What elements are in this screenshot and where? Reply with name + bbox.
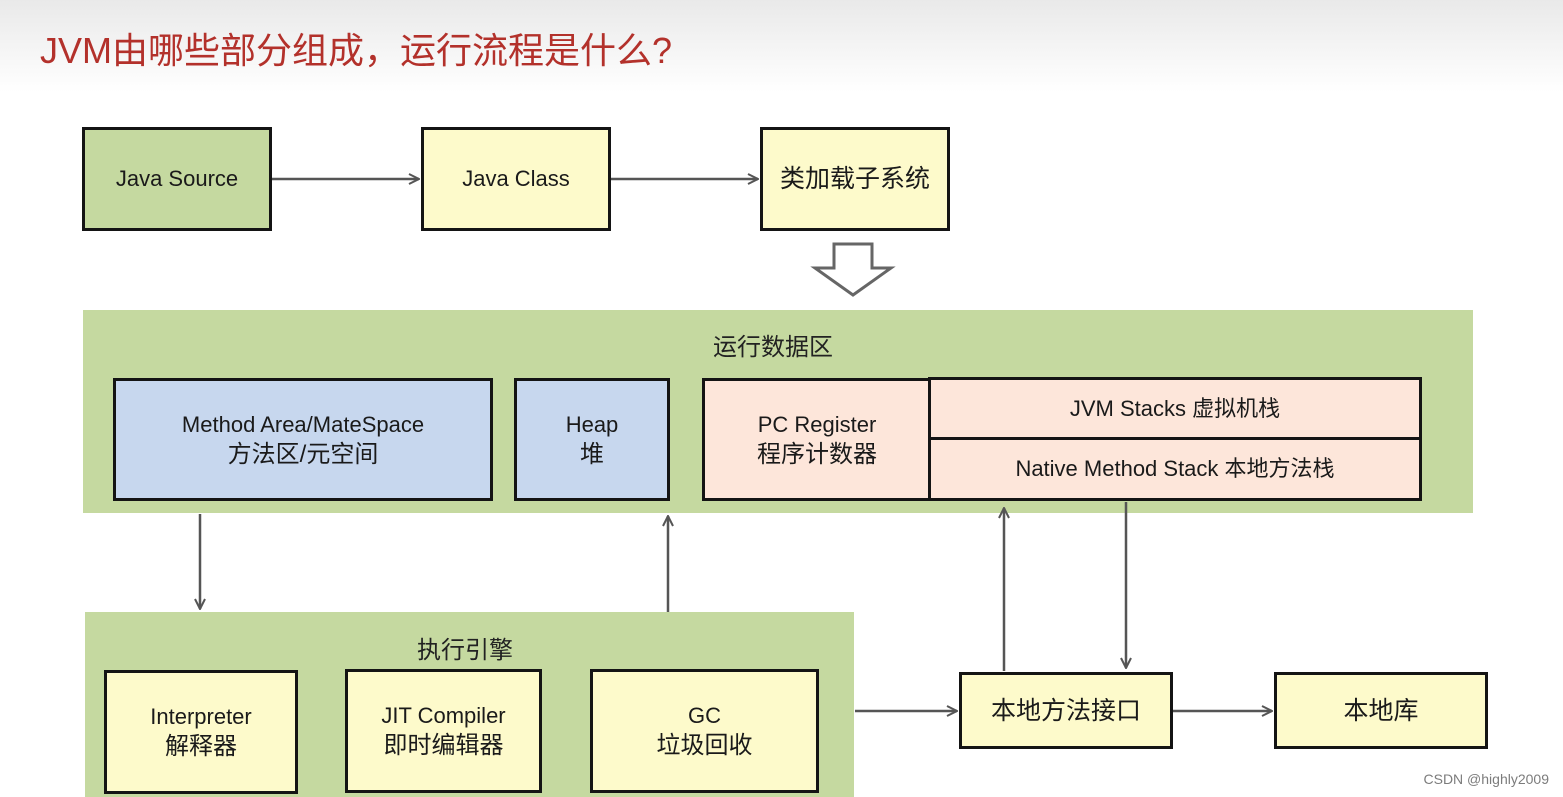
native-interface-box: 本地方法接口 (959, 672, 1173, 749)
jvm-stacks-label: JVM Stacks 虚拟机栈 (1069, 395, 1281, 421)
java-class-box: Java Class (421, 127, 611, 231)
pc-register-label-en: PC Register (757, 411, 877, 437)
native-interface-label: 本地方法接口 (990, 696, 1141, 725)
jit-compiler-box: JIT Compiler 即时编辑器 (345, 669, 542, 793)
interpreter-label-zh: 解释器 (165, 733, 237, 760)
heap-label-en: Heap (565, 411, 619, 437)
pc-register-box: PC Register 程序计数器 (702, 378, 932, 501)
title-band (0, 0, 1563, 92)
java-class-label: Java Class (462, 166, 570, 191)
native-method-stack-box: Native Method Stack 本地方法栈 (928, 437, 1422, 501)
native-library-label: 本地库 (1343, 696, 1419, 725)
interpreter-box: Interpreter 解释器 (104, 670, 298, 794)
watermark: CSDN @highly2009 (1423, 771, 1550, 787)
gc-label-zh: 垃圾回收 (656, 732, 753, 759)
page-title: JVM由哪些部分组成，运行流程是什么? (40, 30, 673, 71)
heap-label-zh: 堆 (580, 440, 604, 468)
heap-box: Heap 堆 (514, 378, 670, 501)
class-loader-label: 类加载子系统 (779, 165, 930, 193)
interpreter-label-en: Interpreter (150, 704, 252, 729)
execution-engine-label: 执行引擎 (417, 637, 513, 664)
native-method-stack-label: Native Method Stack 本地方法栈 (1015, 456, 1335, 481)
java-source-box: Java Source (82, 127, 272, 231)
java-source-label: Java Source (115, 166, 239, 191)
method-area-label-zh: 方法区/元空间 (227, 440, 379, 468)
gc-box: GC 垃圾回收 (590, 669, 819, 793)
pc-register-label-zh: 程序计数器 (757, 440, 877, 468)
jit-compiler-label-zh: 即时编辑器 (383, 732, 504, 759)
method-area-label-en: Method Area/MateSpace (181, 411, 425, 437)
runtime-data-area-label: 运行数据区 (713, 334, 833, 361)
gc-label-en: GC (688, 703, 721, 728)
method-area-box: Method Area/MateSpace 方法区/元空间 (113, 378, 493, 501)
class-loader-box: 类加载子系统 (760, 127, 950, 231)
jit-compiler-label-en: JIT Compiler (381, 703, 506, 728)
native-library-box: 本地库 (1274, 672, 1488, 749)
hollow-down-arrow (810, 242, 896, 297)
